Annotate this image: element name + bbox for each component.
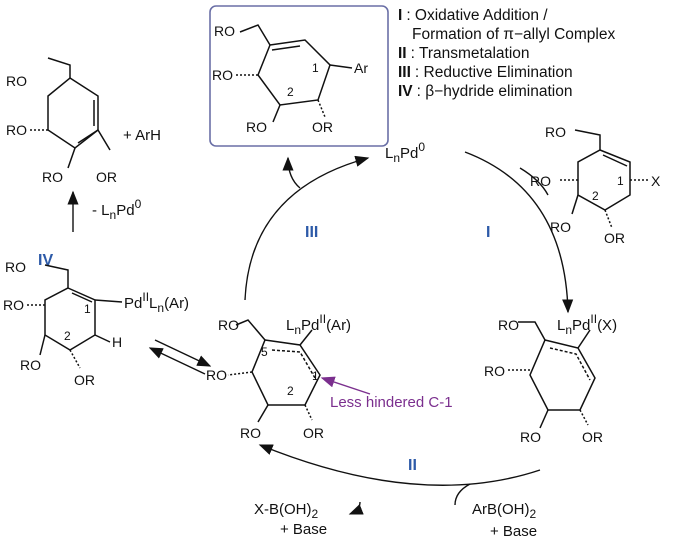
arrow-step-i bbox=[464, 151, 574, 314]
minus-lnpd0-label: - LnPd0 bbox=[92, 197, 142, 222]
ro-label: RO bbox=[20, 357, 41, 373]
ro-label: RO bbox=[520, 429, 541, 445]
step-label-iii: III bbox=[305, 224, 318, 241]
or-label: OR bbox=[604, 230, 625, 246]
equilibrium-forward bbox=[154, 339, 212, 367]
arrow-to-product bbox=[282, 156, 301, 189]
or-label: OR bbox=[312, 119, 333, 135]
legend-iv-text: : β−hydride elimination bbox=[417, 83, 573, 100]
ro-label: RO bbox=[5, 259, 26, 275]
arboh2-label: ArB(OH)2 bbox=[472, 501, 537, 521]
carbon-2-label: 2 bbox=[287, 85, 294, 99]
carbon-1-label: 1 bbox=[312, 61, 319, 75]
legend: I: Oxidative Addition / Formation of π−a… bbox=[398, 7, 615, 100]
svg-text:I: Oxidative Addition /: I: Oxidative Addition / bbox=[398, 7, 548, 24]
or-label: OR bbox=[96, 169, 117, 185]
diene-product: RO RO RO OR bbox=[6, 57, 117, 185]
legend-i-text: : Oxidative Addition / bbox=[406, 7, 548, 24]
legend-ii-text: : Transmetalation bbox=[411, 45, 530, 62]
product-box: RO RO RO OR Ar 1 2 bbox=[209, 5, 389, 147]
step-label-iv: IV bbox=[38, 252, 53, 269]
step-label-ii: II bbox=[408, 457, 417, 474]
ro-label: RO bbox=[6, 122, 27, 138]
legend-ii-num: II bbox=[398, 45, 407, 62]
svg-text:III: Reductive Elimination: III : Reductive Elimination bbox=[398, 64, 573, 81]
legend-iv-num: IV bbox=[398, 83, 413, 100]
pi-allyl-pd-ar-complex: RO RO RO OR 5 1 2 LnPdII(Ar) Less hinder… bbox=[206, 312, 453, 441]
carbon-5-label: 5 bbox=[261, 345, 268, 359]
catalyst-lnpd0: LnPd0 bbox=[385, 140, 425, 165]
pi-allyl-pd-x-complex: RO RO RO OR LnPdII(X) bbox=[484, 312, 617, 445]
ro-label: RO bbox=[206, 367, 227, 383]
ro-label: RO bbox=[550, 219, 571, 235]
x-label: X bbox=[651, 173, 661, 189]
arrow-step-ii bbox=[258, 444, 541, 486]
carbon-1-label: 1 bbox=[84, 302, 91, 316]
equilibrium-reverse bbox=[148, 347, 206, 375]
ro-label: RO bbox=[218, 317, 239, 333]
or-label: OR bbox=[74, 372, 95, 388]
svg-text:IV: β−hydride elimination: IV: β−hydride elimination bbox=[398, 83, 572, 100]
or-label: OR bbox=[582, 429, 603, 445]
cycle-arrows bbox=[67, 151, 574, 515]
arh-label: + ArH bbox=[123, 127, 161, 144]
xboh2-label: X-B(OH)2 bbox=[254, 501, 319, 521]
ro-label: RO bbox=[240, 425, 261, 441]
svg-text:II: Transmetalation: II: Transmetalation bbox=[398, 45, 530, 62]
legend-i-num: I bbox=[398, 7, 402, 24]
arrow-step-iii bbox=[244, 155, 370, 301]
allylic-substrate: RO RO RO OR X 1 2 bbox=[530, 124, 661, 246]
ro-label: RO bbox=[530, 173, 551, 189]
base-right-label: + Base bbox=[490, 523, 537, 540]
arrow-reagent-in bbox=[454, 483, 471, 506]
base-left-label: + Base bbox=[280, 521, 327, 538]
carbon-2-label: 2 bbox=[64, 329, 71, 343]
step-label-i: I bbox=[486, 224, 490, 241]
pd-ln-ar-left: PdIILn(Ar) bbox=[124, 290, 189, 315]
ro-label: RO bbox=[545, 124, 566, 140]
ro-label: RO bbox=[214, 23, 235, 39]
carbon-1-label: 1 bbox=[617, 174, 624, 188]
lnpd-x-label: LnPdII(X) bbox=[557, 312, 617, 337]
ro-label: RO bbox=[3, 297, 24, 313]
arrow-byproduct-out bbox=[348, 501, 364, 515]
arrow-substrate-entry bbox=[519, 167, 549, 196]
less-hindered-annotation: Less hindered C-1 bbox=[330, 394, 453, 411]
carbon-2-label: 2 bbox=[287, 384, 294, 398]
ro-label: RO bbox=[498, 317, 519, 333]
or-label: OR bbox=[303, 425, 324, 441]
carbon-2-label: 2 bbox=[592, 189, 599, 203]
ar-label: Ar bbox=[354, 60, 368, 76]
legend-i-text-2: Formation of π−allyl Complex bbox=[412, 26, 615, 43]
ro-label: RO bbox=[42, 169, 63, 185]
ro-label: RO bbox=[484, 363, 505, 379]
lnpd-ar-label: LnPdII(Ar) bbox=[286, 312, 351, 337]
legend-iii-text: : Reductive Elimination bbox=[415, 64, 573, 81]
h-label: H bbox=[112, 334, 122, 350]
pd-alkyl-intermediate: RO RO RO OR H 1 2 PdIILn(Ar) bbox=[3, 259, 189, 388]
ro-label: RO bbox=[212, 67, 233, 83]
legend-iii-num: III bbox=[398, 64, 411, 81]
ro-label: RO bbox=[246, 119, 267, 135]
ro-label: RO bbox=[6, 73, 27, 89]
carbon-1-label: 1 bbox=[312, 369, 319, 383]
